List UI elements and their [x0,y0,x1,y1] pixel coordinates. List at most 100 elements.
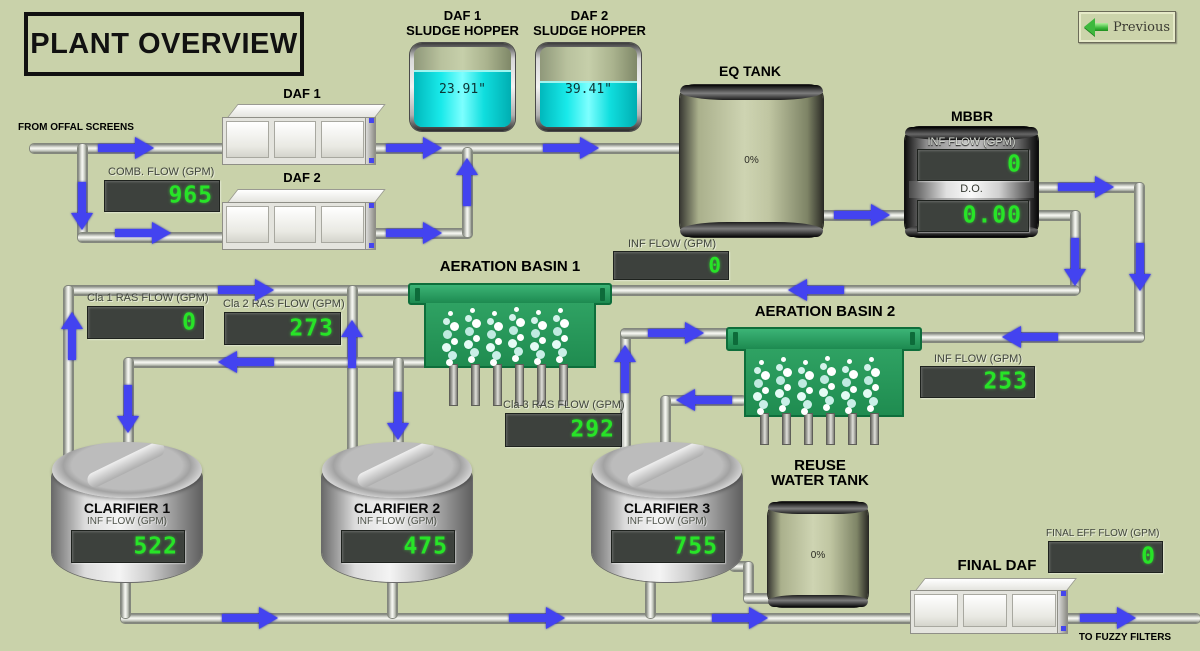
pipe [744,562,753,602]
flow-arrow [614,345,636,393]
daf-panel [273,206,317,243]
daf-front [222,202,368,250]
daf-corner-dot [369,203,374,208]
basin-leg [870,413,879,445]
flow-arrow [456,158,478,206]
flow-arrow [1002,326,1058,348]
basin-leg [493,364,502,406]
flow-arrow [71,182,93,230]
hopper-vessel: 23.91" [414,47,511,127]
basin2-inf-value: 253 [983,368,1028,395]
basin-leg [760,413,769,445]
tank-bottom-cap [768,595,868,607]
clarifier3-name: CLARIFIER 3 [623,500,711,516]
flow-arrow [676,389,732,411]
aeration-bubbles [492,311,497,316]
daf1-unit[interactable] [222,104,386,165]
mbbr-inf-flow-value: 0 [1007,151,1022,178]
previous-button[interactable]: Previous [1078,11,1176,43]
daf-panel [1012,594,1056,627]
flow-arrow [218,351,274,373]
aeration-basin-2[interactable] [726,327,922,445]
basin-leg [515,364,524,406]
mbbr-inf-flow-label: INF FLOW (GPM) [927,136,1016,148]
eq-tank-label: EQ TANK [719,63,781,79]
to-fuzzy-filters-label: TO FUZZY FILTERS [1078,632,1172,643]
basin-leg [848,413,857,445]
mbbr-unit[interactable]: INF FLOW (GPM) 0 D.O. 0.00 [905,127,1038,237]
aeration-bubbles [781,357,786,362]
basin-leg [782,413,791,445]
eq-tank[interactable]: 0% [680,85,823,237]
flow-arrow [543,137,599,159]
comb-flow-value: 965 [168,182,213,209]
flow-arrow [1058,176,1114,198]
reuse-tank-level: 0% [810,550,826,562]
daf2-unit[interactable] [222,189,386,250]
aeration-bubbles [514,307,519,312]
cla1-ras-value: 0 [182,308,197,335]
clarifier-3[interactable]: CLARIFIER 3 INF FLOW (GPM) 755 [592,442,742,582]
daf-corner-dot [369,243,374,248]
daf1-sludge-hopper[interactable]: 23.91" [410,43,515,131]
daf-corner-dot [369,118,374,123]
aeration-basin-1[interactable] [408,283,612,423]
mbbr-do-label: D.O. [909,181,1034,198]
flow-arrow [98,137,154,159]
basin-tub [744,349,904,417]
daf-front [222,117,368,165]
flow-arrow [222,607,278,629]
flow-arrow [387,392,409,440]
flow-arrow [61,312,83,360]
flow-arrow [1064,238,1086,286]
daf-panel [226,206,269,243]
comb-flow-display: 965 [104,180,220,212]
from-offal-screens-label: FROM OFFAL SCREENS [18,122,134,133]
eq-inf-flow-display: 0 [613,251,729,280]
daf2-sludge-hopper[interactable]: 39.41" [536,43,641,131]
final-daf-label: FINAL DAF [957,557,1037,574]
flow-arrow [386,222,442,244]
reuse-water-tank[interactable]: 0% [768,502,868,607]
daf-panel [963,594,1007,627]
cla2-ras-display: 273 [224,312,341,345]
daf2-sludge-hopper-label: DAF 2 SLUDGE HOPPER [533,8,646,38]
clarifier1-inf-display: 522 [71,530,185,563]
eq-inf-flow-label: INF FLOW (GPM) [628,238,716,250]
flow-arrow [712,607,768,629]
hopper-vessel: 39.41" [540,47,637,127]
aeration-bubbles [470,308,475,313]
reuse-water-tank-label: REUSE WATER TANK [771,457,869,489]
aeration-bubbles [847,359,852,364]
flow-arrow [386,137,442,159]
pipe [372,144,686,153]
clarifier-2[interactable]: CLARIFIER 2 INF FLOW (GPM) 475 [322,442,472,582]
flow-arrow [1129,243,1151,291]
basin-leg [449,364,458,406]
basin-leg [559,364,568,406]
basin-leg [804,413,813,445]
clarifier-top [322,442,472,498]
previous-arrow-icon [1084,18,1108,36]
pipe [388,576,397,618]
eq-tank-level: 0% [744,154,759,166]
aeration-bubbles [825,356,830,361]
clarifier3-inf-display: 755 [611,530,725,563]
basin-leg [826,413,835,445]
pipe [64,286,73,460]
flow-arrow [788,279,844,301]
final-daf-unit[interactable] [910,578,1077,634]
aeration-bubbles [803,360,808,365]
cla1-ras-label: Cla 1 RAS FLOW (GPM) [87,292,209,304]
basin2-inf-display: 253 [920,366,1035,398]
aeration-bubbles [759,360,764,365]
aeration-bubbles [558,308,563,313]
daf-endcap [365,202,376,250]
daf2-label: DAF 2 [283,170,321,185]
daf-corner-dot [369,158,374,163]
basin-rim [726,327,922,351]
cla3-ras-value: 292 [570,416,615,443]
clarifier1-inf-value: 522 [133,532,178,559]
clarifier-1[interactable]: CLARIFIER 1 INF FLOW (GPM) 522 [52,442,202,582]
pipe [1036,211,1080,220]
